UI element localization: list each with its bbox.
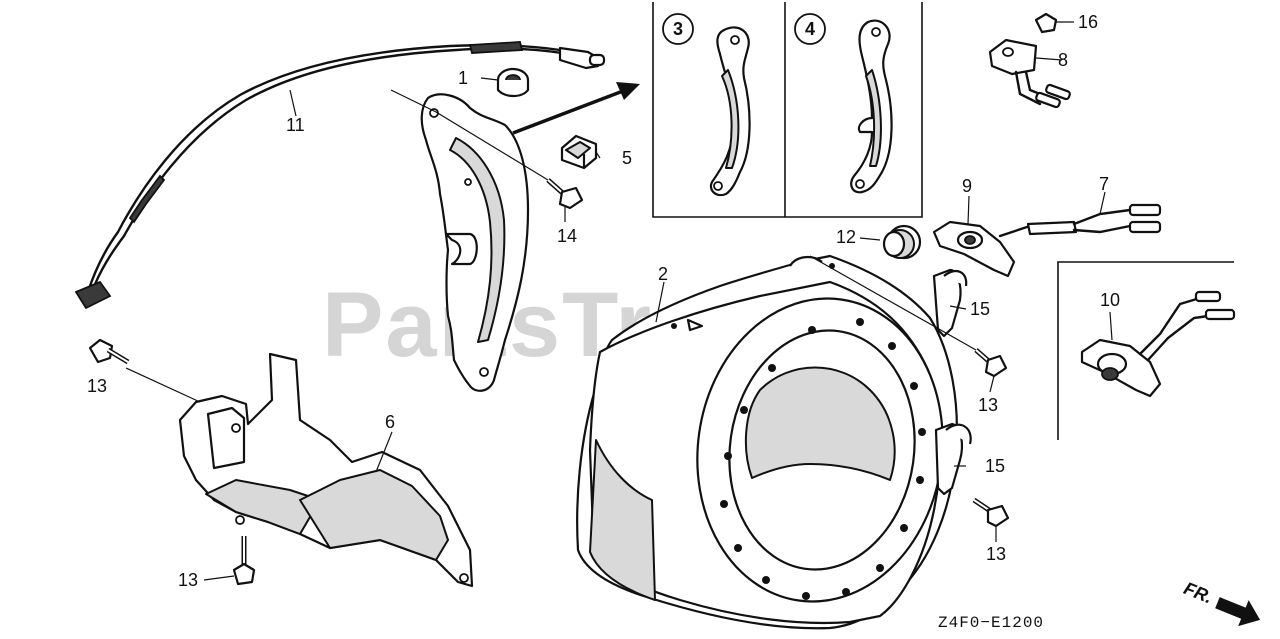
bolt-13-upper-left-drawing (88, 338, 130, 365)
bolt-13-right-lower-drawing (972, 497, 1010, 528)
inset-frame-10 (1057, 261, 1234, 440)
callout-14: 14 (557, 226, 577, 246)
grommet-12-drawing (882, 224, 922, 260)
bolt-14-drawing (546, 178, 584, 210)
fan-shroud-2-drawing (576, 254, 958, 630)
callout-15-lower: 15 (985, 456, 1005, 476)
callout-15-upper: 15 (970, 299, 990, 319)
callout-13-right-upper: 13 (978, 395, 998, 415)
callout-13-upper-left: 13 (87, 376, 107, 396)
nut-1-drawing (496, 67, 530, 98)
callout-7: 7 (1099, 174, 1109, 194)
svg-text:4: 4 (805, 19, 815, 39)
switch-9-drawing (932, 220, 1032, 278)
inset-label-3: 3 (662, 13, 694, 45)
bracket-3-drawing (709, 26, 751, 197)
bracket-15-upper-drawing (932, 268, 968, 338)
svg-text:3: 3 (673, 19, 683, 39)
callout-13-right-lower: 13 (986, 544, 1006, 564)
harness-7-drawing (1026, 203, 1162, 236)
inset-frame-3-4 (652, 2, 923, 218)
callout-9: 9 (962, 176, 972, 196)
bolt-13-right-upper-drawing (974, 348, 1008, 378)
inset-label-4: 4 (794, 13, 826, 45)
bracket-15-lower-drawing (934, 422, 972, 496)
callout-5: 5 (622, 148, 632, 168)
callout-8: 8 (1058, 50, 1068, 70)
reference-arrow (512, 82, 640, 135)
callout-1: 1 (458, 68, 468, 88)
clip-5-drawing (560, 134, 598, 170)
callout-16: 16 (1078, 12, 1098, 32)
callout-6: 6 (385, 412, 395, 432)
bracket-4-drawing (850, 19, 893, 194)
leader-lines (125, 21, 1113, 581)
callout-13-lower-left: 13 (178, 570, 198, 590)
deflector-6-drawing (178, 352, 474, 588)
switch-8-drawing (988, 38, 1071, 109)
front-arrow-icon: FR. (1181, 578, 1261, 627)
switch-10-drawing (1080, 290, 1236, 398)
bolt-13-lower-left-drawing (232, 536, 256, 586)
cable-11-drawing (74, 41, 606, 310)
callout-2: 2 (658, 264, 668, 284)
callout-11: 11 (286, 115, 305, 135)
side-bracket-drawing (420, 93, 530, 392)
bolt-16-drawing (1034, 12, 1058, 34)
callout-10: 10 (1100, 290, 1120, 310)
shroud-holes (671, 263, 926, 600)
svg-text:FR.: FR. (1181, 578, 1215, 607)
callout-12: 12 (836, 227, 856, 247)
diagram-code: Z4F0−E1200 (938, 614, 1044, 632)
